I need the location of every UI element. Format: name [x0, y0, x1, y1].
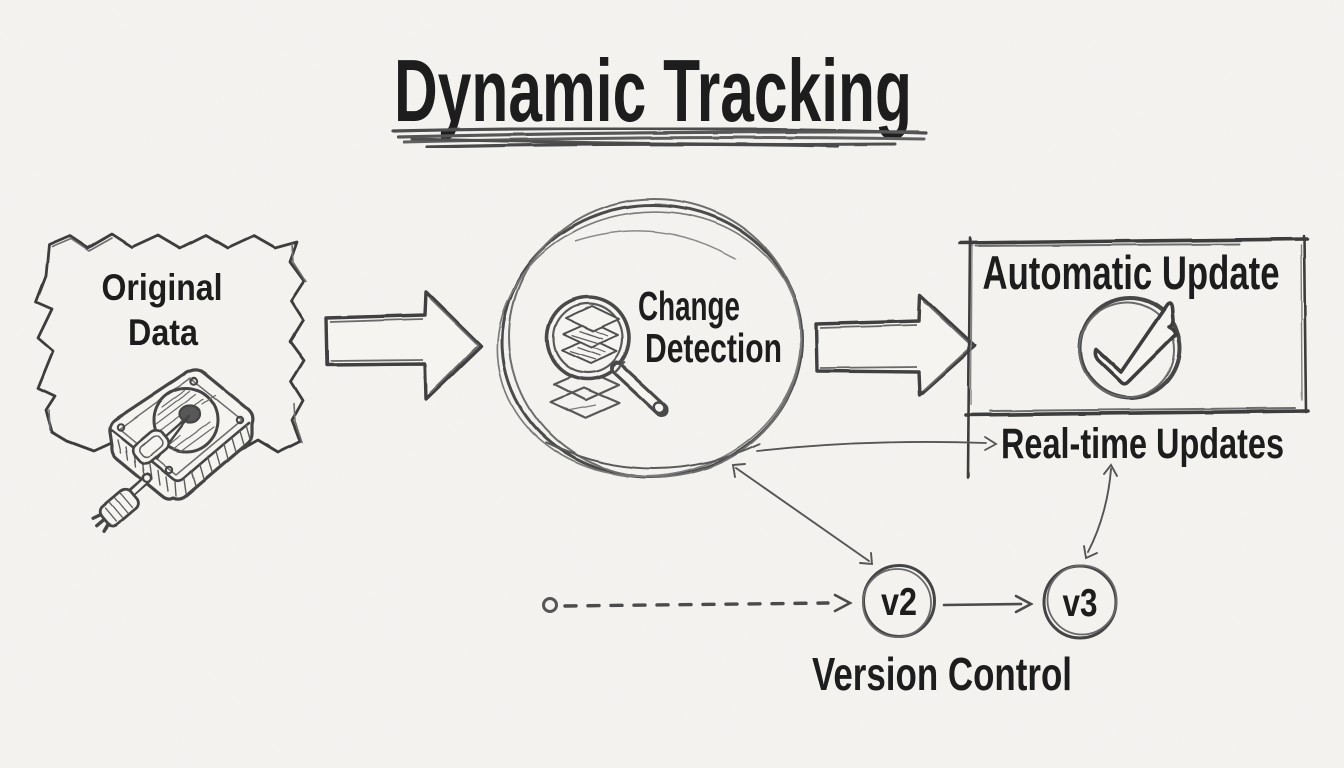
svg-text:Real-time Updates: Real-time Updates — [1001, 420, 1284, 468]
svg-text:v2: v2 — [881, 581, 917, 624]
svg-text:v3: v3 — [1063, 582, 1098, 625]
svg-text:Automatic Update: Automatic Update — [983, 246, 1280, 299]
svg-text:Data: Data — [128, 312, 198, 353]
svg-text:Change: Change — [638, 283, 740, 329]
svg-text:Version Control: Version Control — [812, 648, 1072, 700]
svg-text:Detection: Detection — [645, 325, 782, 371]
svg-text:Original: Original — [102, 267, 223, 308]
svg-text:Dynamic Tracking: Dynamic Tracking — [394, 41, 912, 140]
